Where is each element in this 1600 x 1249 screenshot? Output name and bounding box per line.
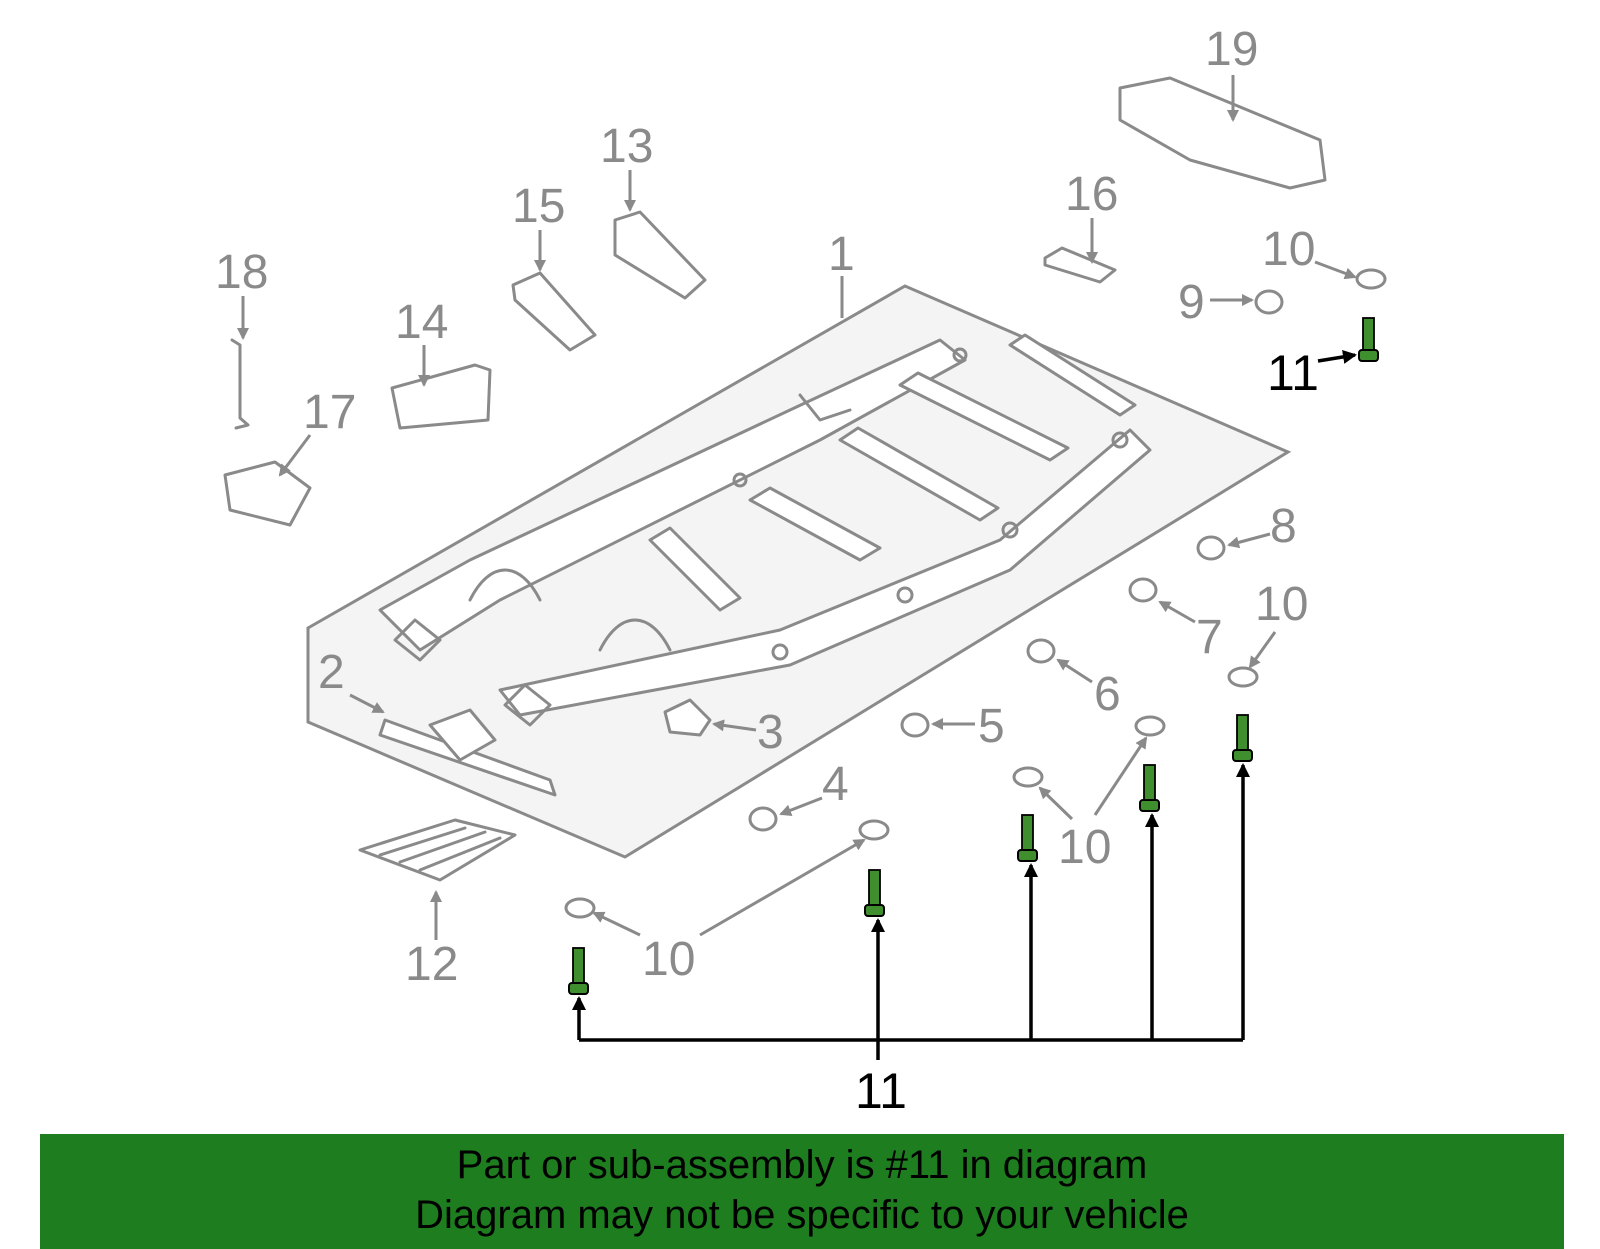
part-11-bolt	[1232, 714, 1253, 762]
callout-17: 17	[303, 386, 356, 439]
part-8-cushion	[1196, 535, 1226, 561]
callout-7: 7	[1196, 611, 1223, 664]
part-16-bracket	[1043, 246, 1117, 284]
callout-2: 2	[318, 646, 345, 699]
callout-6: 6	[1094, 668, 1121, 721]
part-11-bolt	[1139, 764, 1160, 812]
part-4-cushion	[748, 806, 778, 832]
part-10-washer	[1134, 715, 1166, 737]
part-11-bolt	[1358, 317, 1379, 362]
part-11-bolt	[864, 869, 885, 917]
part-10-washer	[1012, 766, 1044, 788]
callout-15: 15	[512, 180, 565, 233]
callout-11: 11	[1267, 345, 1319, 401]
part-17-mount	[223, 460, 312, 527]
callout-10: 10	[1262, 223, 1315, 276]
part-11-bolt	[1017, 814, 1038, 862]
banner-line-2: Diagram may not be specific to your vehi…	[415, 1193, 1189, 1237]
callout-4: 4	[822, 758, 849, 811]
part-11-bolt	[568, 947, 589, 995]
part-6-cushion	[1026, 638, 1056, 664]
callout-10: 10	[1255, 578, 1308, 631]
callout-8: 8	[1270, 500, 1297, 553]
info-banner: Part or sub-assembly is #11 in diagram D…	[40, 1134, 1564, 1249]
callout-5: 5	[978, 700, 1005, 753]
part-5-cushion	[900, 712, 930, 738]
callout-11: 11	[855, 1063, 907, 1119]
part-10-washer	[858, 819, 890, 841]
banner-line-1: Part or sub-assembly is #11 in diagram	[456, 1143, 1148, 1187]
callout-3: 3	[757, 706, 784, 759]
callout-13: 13	[600, 120, 653, 173]
callout-11-leader	[572, 763, 1250, 1060]
part-3-bracket	[663, 698, 712, 737]
part-10-washer	[1227, 666, 1259, 688]
frame-assembly	[306, 284, 1292, 859]
callout-10: 10	[642, 933, 695, 986]
part-18-rod	[230, 338, 250, 430]
part-10-washer	[564, 897, 596, 919]
part-10-washer	[1355, 268, 1387, 290]
callout-14: 14	[395, 296, 448, 349]
part-15-bracket	[511, 271, 597, 352]
callout-16: 16	[1065, 168, 1118, 221]
part-19-crossmember	[1118, 76, 1327, 190]
callout-12: 12	[405, 938, 458, 991]
part-9-cushion	[1254, 289, 1284, 315]
part-2-shaft	[378, 708, 557, 797]
part-14-bracket	[390, 363, 492, 430]
callout-1: 1	[828, 228, 855, 281]
callout-18: 18	[215, 246, 268, 299]
callout-9: 9	[1178, 276, 1205, 329]
callout-10: 10	[1058, 821, 1111, 874]
part-13-bracket	[613, 210, 707, 300]
part-12-skid-plate	[358, 818, 517, 882]
part-7-cushion	[1128, 577, 1158, 603]
callout-19: 19	[1205, 23, 1258, 76]
